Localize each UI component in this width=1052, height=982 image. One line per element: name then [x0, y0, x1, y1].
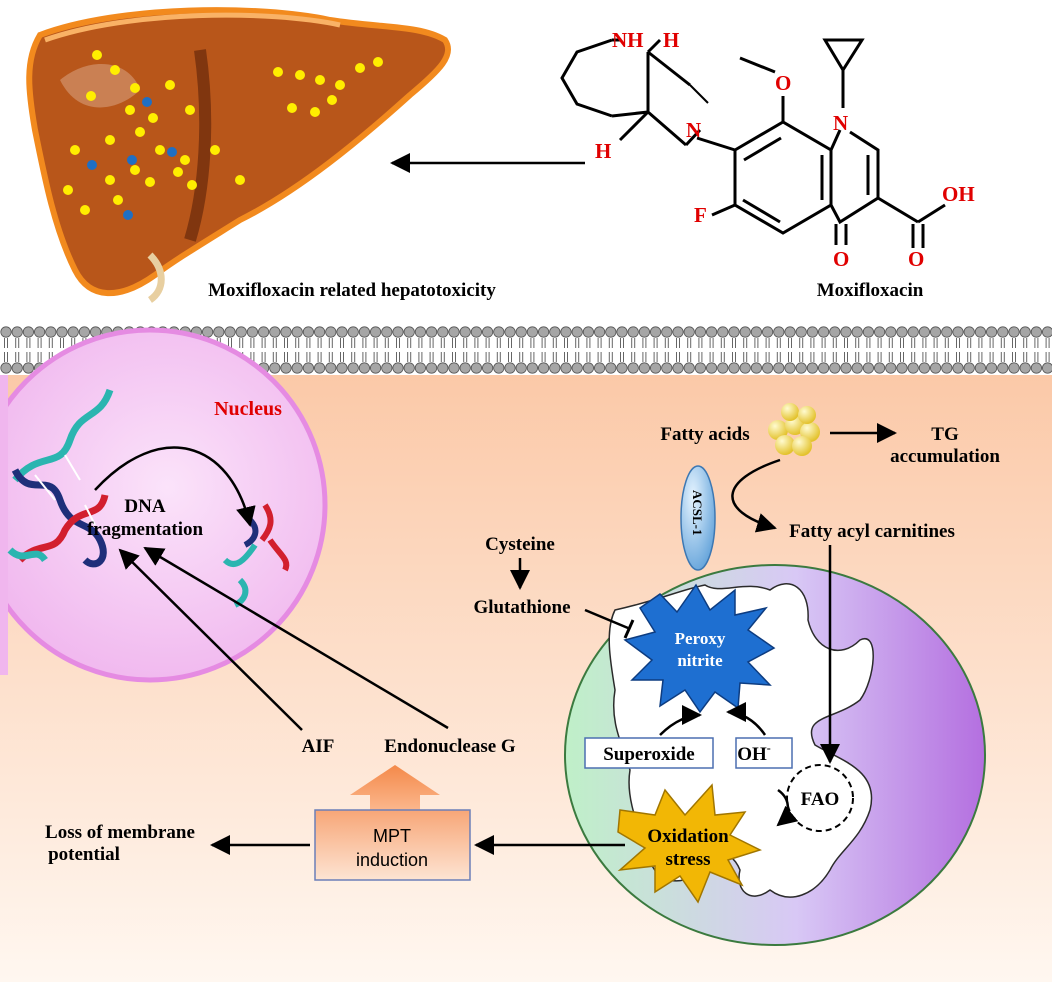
atom-h-bottom: H — [595, 139, 611, 163]
endonuclease-arrow — [143, 546, 449, 730]
mpt-label-1: MPT — [373, 826, 411, 846]
cysteine-label: Cysteine — [485, 534, 555, 555]
aif-label: AIF — [302, 736, 335, 757]
fat-droplet-cluster-icon — [768, 403, 820, 456]
blue-dots — [87, 97, 177, 220]
liver-caption: Moxifloxacin related hepatotoxicity — [208, 280, 496, 301]
oxidation-label-1: Oxidation — [647, 826, 729, 847]
structure-atoms: NH H H N N O F O O OH — [595, 28, 975, 271]
aif-arrow — [118, 548, 303, 731]
acsl-channel — [680, 465, 716, 571]
atom-o-methoxy: O — [775, 71, 791, 95]
fao-curve-arrow — [776, 788, 799, 827]
oh-label: OH- — [737, 741, 771, 765]
fatty-acids-label: Fatty acids — [660, 424, 749, 445]
atom-h-top: H — [663, 28, 679, 52]
glutathione-label: Glutathione — [473, 597, 570, 618]
glutathione-inhibit — [584, 608, 629, 630]
atom-n-pyrrolidine: N — [686, 118, 701, 142]
peroxy-label-2: nitrite — [677, 651, 723, 670]
mpt-up-arrow — [350, 765, 440, 810]
atom-f: F — [694, 203, 707, 227]
loss-label-2: potential — [48, 844, 120, 865]
superoxide-arrow — [659, 705, 702, 736]
mpt-label-2: induction — [356, 850, 428, 870]
drug-caption: Moxifloxacin — [817, 280, 924, 301]
atom-n-quinolone: N — [833, 111, 848, 135]
liver-illustration — [26, 7, 452, 303]
fat-droplets — [63, 50, 383, 215]
atom-o-keto: O — [833, 247, 849, 271]
moxifloxacin-structure — [560, 38, 946, 248]
tg-label-1: TG — [931, 424, 959, 445]
nucleus-title: Nucleus — [214, 398, 282, 420]
endonuclease-label: Endonuclease G — [384, 736, 516, 757]
atom-o-acid: O — [908, 247, 924, 271]
fatty-to-carnitine-arrow — [731, 458, 781, 533]
tg-label-2: accumulation — [890, 446, 1000, 467]
dna-fragmentation-label-1: DNA — [124, 496, 165, 517]
superoxide-label: Superoxide — [603, 744, 695, 765]
dna-curve-arrow — [94, 446, 256, 527]
acsl-label: ACSL-1 — [690, 490, 705, 536]
fao-label: FAO — [801, 789, 840, 810]
dna-helix-icon — [7, 388, 114, 568]
oh-box — [735, 737, 793, 769]
glutathione-inhibit-bar — [623, 619, 635, 639]
atom-oh: OH — [942, 182, 975, 206]
fatty-acyl-label: Fatty acyl carnitines — [789, 521, 955, 542]
fragmented-dna-icon — [222, 503, 290, 608]
atom-nh: NH — [612, 28, 644, 52]
peroxynitrite-burst — [623, 583, 776, 714]
loss-label-1: Loss of membrane — [45, 822, 195, 843]
peroxy-label-1: Peroxy — [675, 629, 726, 648]
oxidation-burst — [617, 783, 762, 904]
oh-arrow — [726, 702, 767, 736]
superoxide-box — [584, 737, 714, 769]
dna-fragmentation-label-2: fragmentation — [87, 519, 204, 540]
mpt-box — [314, 809, 471, 881]
oxidation-label-2: stress — [665, 849, 710, 870]
fao-circle — [786, 764, 854, 832]
